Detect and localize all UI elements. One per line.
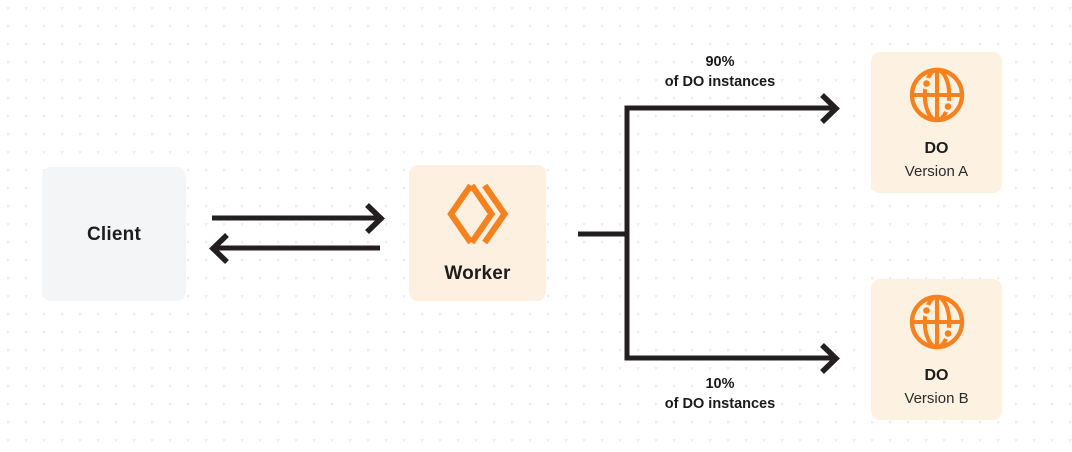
node-worker-label: Worker xyxy=(444,262,511,284)
edge-worker-to-do-a xyxy=(625,93,840,124)
edge-label-90-percent: 90% of DO instances xyxy=(620,52,820,92)
edge-worker-split-trunk xyxy=(578,105,630,361)
node-do-b-sublabel: Version B xyxy=(904,390,969,407)
cloudflare-workers-icon xyxy=(446,183,509,244)
edge-client-to-worker xyxy=(212,203,385,234)
edge-worker-to-do-b xyxy=(625,343,840,374)
globe-icon xyxy=(908,293,966,351)
edge-label-90-percent-value: 90% xyxy=(705,54,735,70)
node-client-label: Client xyxy=(87,223,141,245)
globe-icon xyxy=(908,66,966,124)
node-do-version-a[interactable]: DO Version A xyxy=(871,52,1002,193)
edge-label-10-percent: 10% of DO instances xyxy=(620,374,820,414)
edge-label-10-percent-value: 10% xyxy=(705,376,735,392)
node-do-a-label: DO xyxy=(924,140,949,157)
edge-worker-to-client xyxy=(209,233,380,264)
node-worker[interactable]: Worker xyxy=(409,165,546,301)
node-client[interactable]: Client xyxy=(42,167,186,301)
node-do-b-label: DO xyxy=(924,367,949,384)
node-do-a-sublabel: Version A xyxy=(904,163,969,180)
edge-label-90-percent-description: of DO instances xyxy=(664,74,776,90)
node-do-version-b[interactable]: DO Version B xyxy=(871,279,1002,420)
edge-label-10-percent-description: of DO instances xyxy=(664,396,776,412)
